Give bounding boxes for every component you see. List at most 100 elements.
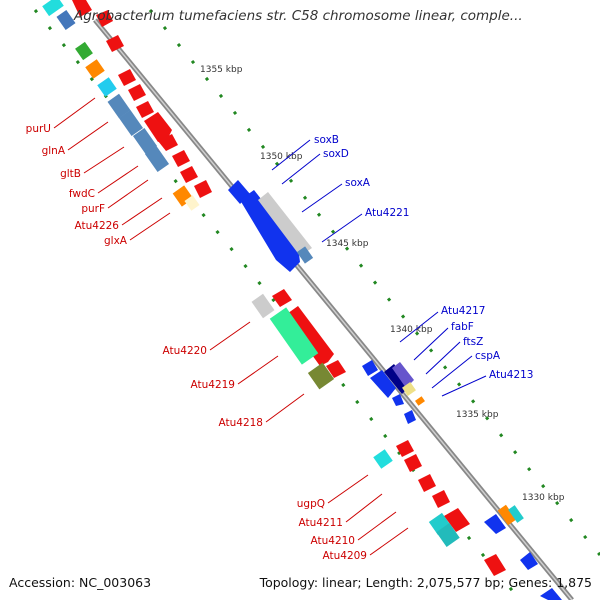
gene-arrow[interactable] — [432, 490, 450, 508]
scale-label: 1340 kbp — [390, 325, 433, 335]
gene-label-ugpQ[interactable]: ugpQ — [297, 498, 325, 510]
gene-arrow[interactable] — [362, 360, 378, 376]
gene-block[interactable] — [132, 127, 158, 155]
gene-block-track — [42, 0, 460, 547]
leader-line — [107, 179, 149, 209]
gene-arrow[interactable] — [396, 440, 414, 457]
gene-arrow[interactable] — [136, 101, 154, 118]
gene-arrow[interactable] — [106, 35, 124, 52]
gene-block[interactable] — [497, 504, 517, 526]
scale-label: 1330 kbp — [522, 493, 565, 503]
leader-line — [53, 97, 96, 129]
gene-label-Atu4226[interactable]: Atu4226 — [75, 220, 120, 232]
gene-block[interactable] — [97, 77, 117, 97]
gene-arrow[interactable] — [370, 370, 396, 398]
gene-arrow[interactable] — [418, 474, 436, 492]
forward-gene-track — [72, 0, 506, 576]
gene-block[interactable] — [56, 10, 76, 30]
right-labels: soxB soxD soxA Atu4221 Atu4217 fabF ftsZ… — [314, 134, 534, 381]
gene-arrow[interactable] — [118, 69, 136, 86]
gene-label-gltB[interactable]: gltB — [60, 168, 81, 180]
gene-label-Atu4211[interactable]: Atu4211 — [299, 517, 344, 529]
leader-line — [83, 146, 125, 174]
gene-block[interactable] — [184, 195, 200, 211]
leader-line — [209, 321, 251, 351]
gene-block[interactable] — [42, 0, 64, 17]
gene-label-glnA[interactable]: glnA — [42, 145, 66, 157]
gene-label-Atu4219[interactable]: Atu4219 — [191, 379, 236, 391]
leader-line — [301, 183, 343, 213]
gene-arrow[interactable] — [392, 394, 404, 406]
gene-label-Atu4218[interactable]: Atu4218 — [219, 417, 264, 429]
gene-label-Atu4220[interactable]: Atu4220 — [163, 345, 208, 357]
gene-block[interactable] — [508, 505, 524, 523]
gene-label-Atu4217[interactable]: Atu4217 — [441, 305, 486, 317]
gene-label-ftsZ[interactable]: ftsZ — [463, 336, 483, 348]
reverse-gene-track — [228, 180, 562, 600]
gene-arrow[interactable] — [72, 0, 92, 17]
accession-label: Accession: NC_003063 — [9, 575, 152, 590]
gene-label-Atu4209[interactable]: Atu4209 — [323, 550, 368, 562]
gene-label-Atu4213[interactable]: Atu4213 — [489, 369, 534, 381]
gene-label-glxA[interactable]: glxA — [104, 235, 128, 247]
gene-block[interactable] — [296, 246, 314, 264]
gene-block[interactable] — [107, 93, 131, 119]
gene-block[interactable] — [415, 396, 425, 406]
gene-block[interactable] — [307, 362, 335, 390]
gene-block[interactable] — [85, 59, 105, 79]
leader-line — [327, 474, 369, 504]
gene-arrow[interactable] — [96, 10, 113, 27]
gene-block[interactable] — [75, 41, 93, 61]
gene-block[interactable] — [251, 293, 275, 319]
gene-arrow[interactable] — [326, 360, 346, 378]
gene-arrow[interactable] — [404, 410, 416, 424]
gene-arrow[interactable] — [392, 362, 414, 388]
gene-arrow[interactable] — [240, 190, 300, 272]
left-labels: purU glnA gltB fwdC purF Atu4226 glxA At… — [26, 123, 367, 562]
gene-block[interactable] — [402, 382, 416, 396]
leader-line — [357, 511, 397, 541]
gene-arrow[interactable] — [158, 134, 178, 151]
gene-arrow[interactable] — [272, 289, 292, 307]
gene-label-Atu4210[interactable]: Atu4210 — [311, 535, 356, 547]
gene-block[interactable] — [373, 449, 393, 469]
gene-block[interactable] — [436, 523, 460, 547]
gene-arrow[interactable] — [444, 508, 470, 532]
gene-label-soxA[interactable]: soxA — [345, 177, 371, 189]
scale-label: 1350 kbp — [260, 152, 303, 162]
leader-line — [345, 493, 383, 523]
leader-line — [431, 355, 473, 389]
sequence-backbone-highlight — [94, 19, 573, 600]
gene-arrow[interactable] — [194, 180, 212, 198]
gene-label-Atu4221[interactable]: Atu4221 — [365, 207, 410, 219]
gene-label-fwdC[interactable]: fwdC — [69, 188, 95, 200]
gene-label-soxB[interactable]: soxB — [314, 134, 339, 146]
scale-dashes-outer — [148, 9, 600, 556]
left-label-leaders — [53, 97, 409, 556]
gene-label-purF[interactable]: purF — [81, 203, 105, 215]
gene-arrow[interactable] — [520, 552, 538, 570]
gene-arrow[interactable] — [484, 554, 506, 576]
leader-line — [237, 355, 279, 385]
gene-block[interactable] — [144, 145, 170, 173]
gene-arrow[interactable] — [384, 364, 410, 394]
gene-arrow[interactable] — [180, 166, 198, 183]
gene-label-cspA[interactable]: cspA — [475, 350, 501, 362]
gene-arrow[interactable] — [540, 588, 562, 600]
gene-arrow[interactable] — [284, 306, 334, 366]
gene-arrow[interactable] — [404, 454, 422, 472]
leader-line — [441, 375, 487, 397]
gene-arrow[interactable] — [172, 150, 190, 167]
leader-line — [399, 311, 439, 343]
gene-arrow[interactable] — [128, 84, 146, 101]
leader-line — [271, 139, 311, 171]
gene-block[interactable] — [269, 307, 319, 365]
gene-label-soxD[interactable]: soxD — [323, 148, 349, 160]
scale-label: 1345 kbp — [326, 239, 369, 249]
gene-label-fabF[interactable]: fabF — [451, 321, 474, 333]
gene-arrow[interactable] — [144, 112, 172, 142]
gene-block[interactable] — [118, 109, 144, 137]
gene-arrow[interactable] — [258, 192, 312, 256]
gene-label-purU[interactable]: purU — [26, 123, 51, 135]
gene-arrow[interactable] — [484, 514, 506, 534]
